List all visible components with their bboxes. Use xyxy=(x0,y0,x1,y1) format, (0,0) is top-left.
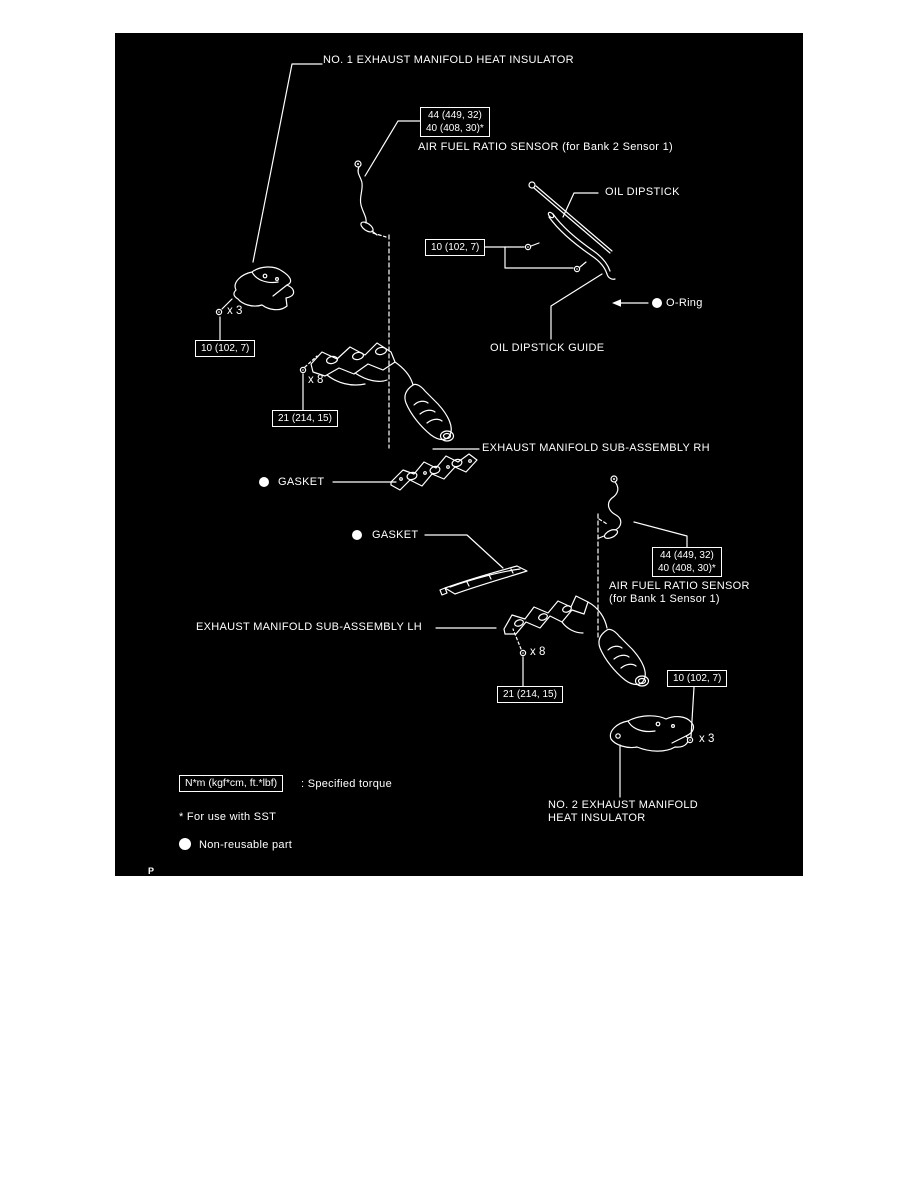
page-marker: P xyxy=(148,866,155,876)
label-manifold-rh: EXHAUST MANIFOLD SUB-ASSEMBLY RH xyxy=(482,442,710,454)
label-no2-heat-insulator-line2: HEAT INSULATOR xyxy=(548,812,646,824)
torque-box-af-sensor-bank1: 44 (449, 32) 40 (408, 30)* xyxy=(652,547,722,577)
gasket-upper-drawing xyxy=(390,453,478,491)
label-o-ring: O-Ring xyxy=(666,297,703,309)
non-reusable-bullet-icon xyxy=(179,838,191,850)
gasket-lower-bullet-icon xyxy=(352,530,362,540)
torque-box-no1-insulator: 10 (102, 7) xyxy=(195,340,256,357)
legend-torque-unit-box: N*m (kgf*cm, ft.*lbf) xyxy=(179,775,284,792)
label-af-sensor-bank1-line2: (for Bank 1 Sensor 1) xyxy=(609,593,720,605)
manifold-lh-drawing xyxy=(503,595,650,687)
torque-value-line: 44 (449, 32) xyxy=(427,110,482,121)
count-no2-insulator: x 3 xyxy=(699,733,715,745)
legend-torque-caption: : Specified torque xyxy=(301,778,393,790)
count-manifold-lh: x 8 xyxy=(530,646,546,658)
torque-box-af-sensor-bank2: 44 (449, 32) 40 (408, 30)* xyxy=(420,107,490,137)
af-sensor-bank1-drawing xyxy=(598,475,622,539)
label-af-sensor-bank2: AIR FUEL RATIO SENSOR (for Bank 2 Sensor… xyxy=(418,141,673,153)
label-oil-dipstick-guide: OIL DIPSTICK GUIDE xyxy=(490,342,605,354)
manifold-rh-drawing xyxy=(310,342,455,442)
oil-dipstick-drawing xyxy=(528,181,613,254)
bolt-icons xyxy=(215,243,694,744)
label-manifold-lh: EXHAUST MANIFOLD SUB-ASSEMBLY LH xyxy=(196,621,422,633)
gasket-upper-bullet-icon xyxy=(259,477,269,487)
label-af-sensor-bank1-line1: AIR FUEL RATIO SENSOR xyxy=(609,580,750,592)
count-no1-insulator: x 3 xyxy=(227,305,243,317)
o-ring-bullet-icon xyxy=(652,298,662,308)
leader-lines xyxy=(219,63,695,798)
no2-heat-insulator-drawing xyxy=(609,715,695,752)
count-manifold-rh: x 8 xyxy=(308,374,324,386)
no1-heat-insulator-drawing xyxy=(233,266,295,311)
torque-box-manifold-rh: 21 (214, 15) xyxy=(272,410,338,427)
torque-box-dipstick-guide: 10 (102, 7) xyxy=(425,239,486,256)
oil-dipstick-guide-drawing xyxy=(530,211,616,280)
label-no2-heat-insulator-line1: NO. 2 EXHAUST MANIFOLD xyxy=(548,799,699,811)
torque-value-line: 40 (408, 30)* xyxy=(426,123,484,134)
torque-value-line: 44 (449, 32) xyxy=(659,550,714,561)
legend-sst-note: * For use with SST xyxy=(179,811,277,823)
label-oil-dipstick: OIL DIPSTICK xyxy=(605,186,680,198)
label-no2-heat-insulator: NO. 2 EXHAUST MANIFOLD HEAT INSULATOR xyxy=(548,799,698,825)
label-gasket-lower: GASKET xyxy=(372,529,419,541)
legend-non-reusable: Non-reusable part xyxy=(199,839,293,851)
exploded-parts-diagram: NO. 1 EXHAUST MANIFOLD HEAT INSULATOR AI… xyxy=(115,33,803,876)
af-sensor-bank2-drawing xyxy=(354,160,387,238)
diagram-line-art xyxy=(215,63,695,798)
gasket-lower-drawing xyxy=(439,565,528,596)
label-af-sensor-bank1: AIR FUEL RATIO SENSOR (for Bank 1 Sensor… xyxy=(609,580,750,606)
torque-box-manifold-lh: 21 (214, 15) xyxy=(497,686,563,703)
torque-value-line: 40 (408, 30)* xyxy=(658,563,716,574)
torque-box-no2-insulator: 10 (102, 7) xyxy=(667,670,728,687)
label-gasket-upper: GASKET xyxy=(278,476,325,488)
label-no1-heat-insulator: NO. 1 EXHAUST MANIFOLD HEAT INSULATOR xyxy=(323,54,574,66)
